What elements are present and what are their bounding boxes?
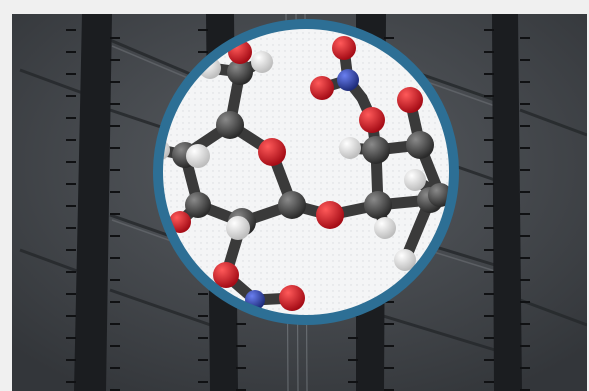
atom-n [337,69,359,91]
atom-o [279,285,305,311]
atom-h [374,217,396,239]
atom-c [216,111,244,139]
atom-h [394,249,416,271]
atom-h [251,51,273,73]
magnifier-circle-icon [153,19,459,325]
atom-h [226,216,250,240]
atom-o [359,107,385,133]
atom-o [310,76,334,100]
atom-h [404,169,426,191]
atom-c [278,191,306,219]
atom-c [185,192,211,218]
atom-o [316,201,344,229]
atom-c [362,136,390,164]
ball-and-stick-molecule-icon [160,36,452,311]
atom-c [428,183,452,207]
atom-c [364,191,392,219]
atom-c [227,59,253,85]
atom-o [397,87,423,113]
atom-o [332,36,356,60]
atom-h [186,144,210,168]
atom-h [339,137,361,159]
atom-o [258,138,286,166]
atom-o [213,262,239,288]
atom-o [169,211,191,233]
atom-c [406,131,434,159]
